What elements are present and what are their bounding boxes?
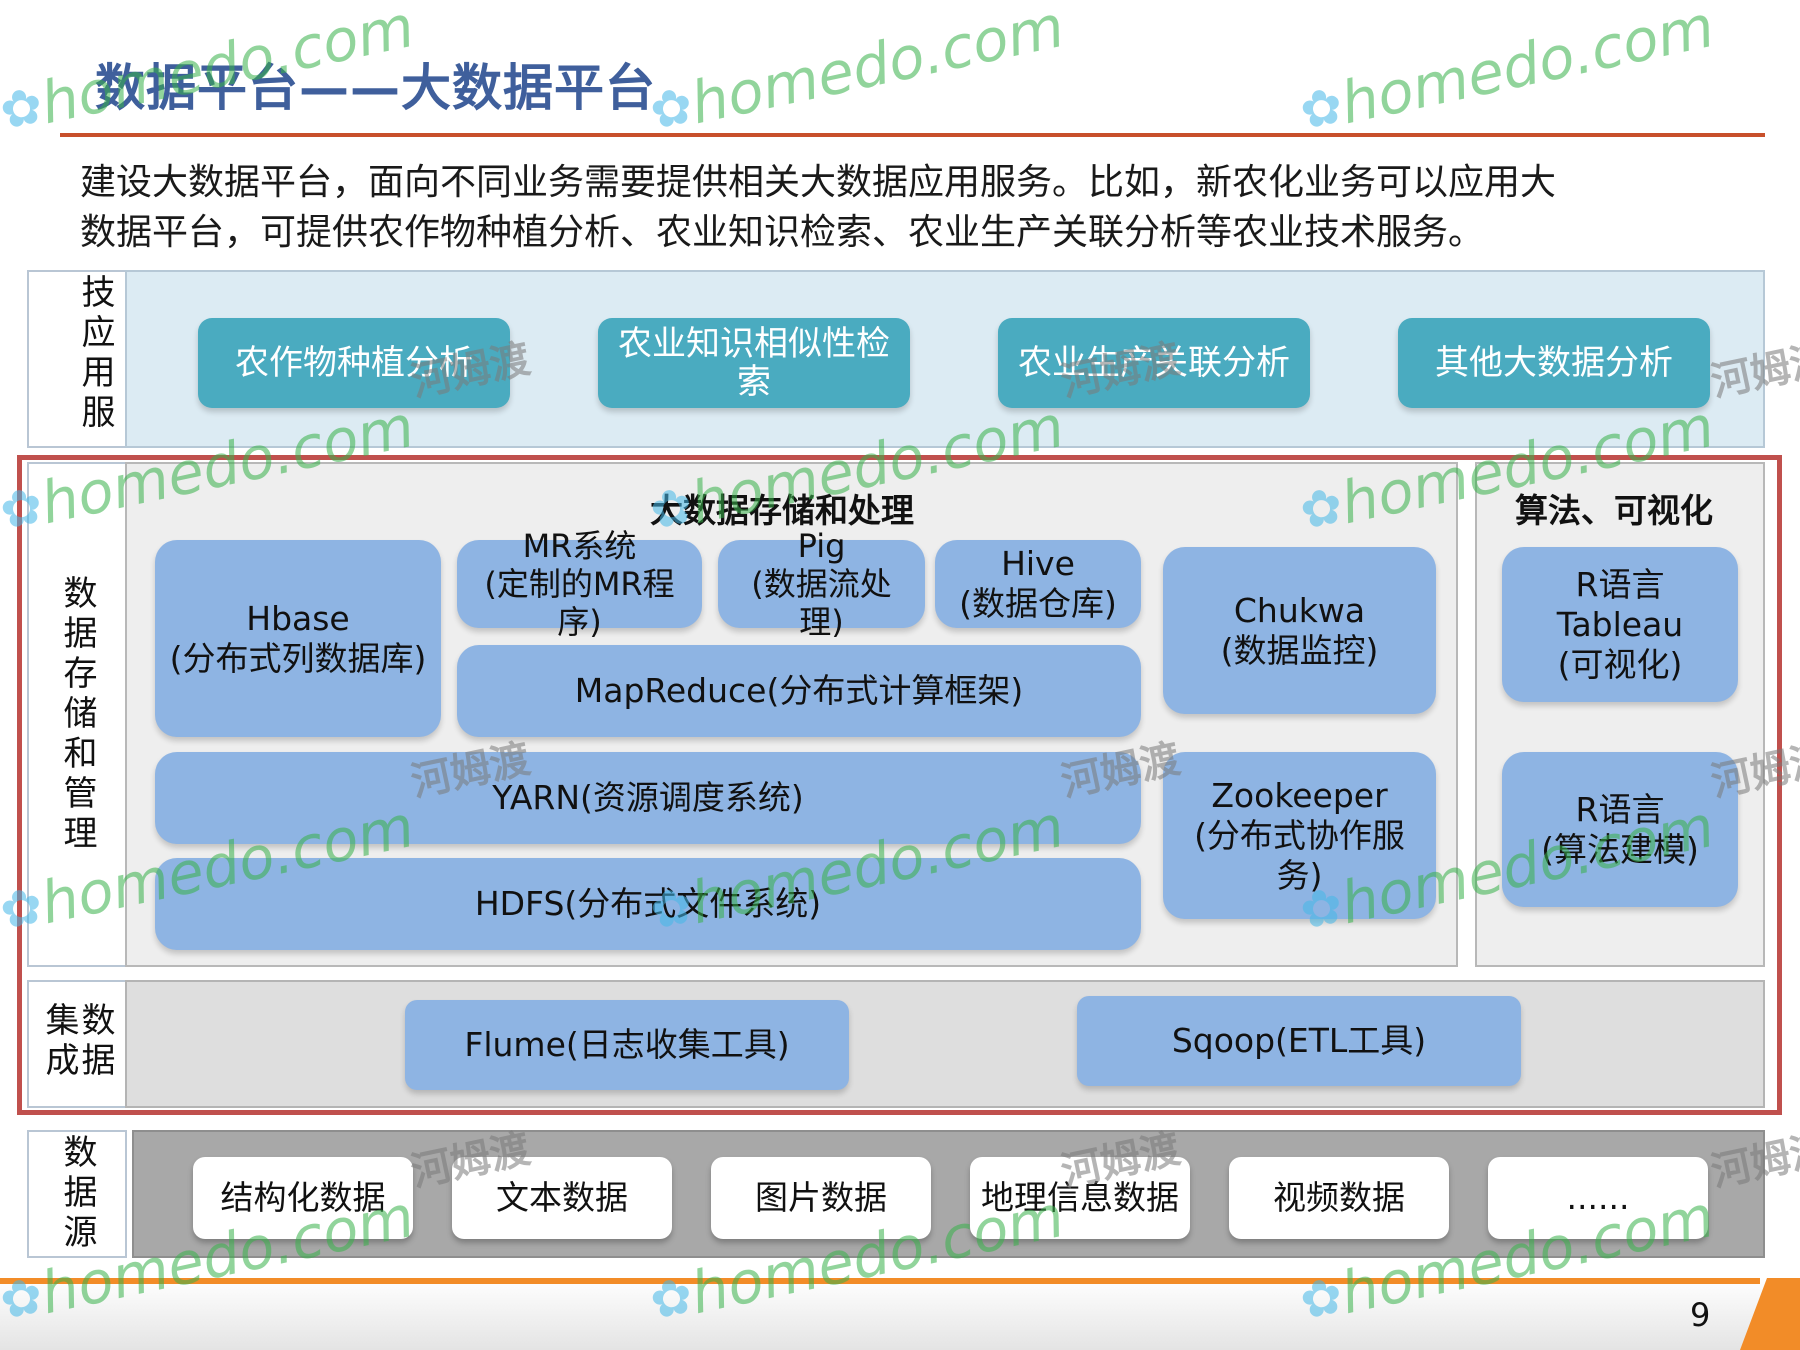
zookeeper-box: Zookeeper (分布式协作服务) bbox=[1163, 752, 1436, 919]
mapreduce-box: MapReduce(分布式计算框架) bbox=[457, 645, 1141, 737]
footer-accent-line bbox=[0, 1278, 1760, 1284]
hive-box: Hive (数据仓库) bbox=[935, 540, 1141, 628]
algorithm-visualization-title: 算法、可视化 bbox=[1515, 491, 1713, 530]
more-data-box: ...... bbox=[1488, 1157, 1708, 1239]
chukwa-box: Chukwa (数据监控) bbox=[1163, 547, 1436, 714]
page-number: 9 bbox=[1690, 1296, 1711, 1334]
agri-service-label: 农技应用服务 bbox=[39, 272, 115, 434]
flower-logo-icon: ✿ bbox=[0, 75, 48, 142]
knowledge-similarity-search-button[interactable]: 农业知识相似性检索 bbox=[598, 318, 910, 408]
highlight-frame bbox=[17, 455, 1782, 1115]
hdfs-box: HDFS(分布式文件系统) bbox=[155, 858, 1141, 950]
production-correlation-analysis-button[interactable]: 农业生产关联分析 bbox=[998, 318, 1310, 408]
text-data-box: 文本数据 bbox=[452, 1157, 672, 1239]
sources-label-box: 数据源 bbox=[27, 1130, 127, 1258]
integration-label-box: 数据集成 bbox=[27, 980, 127, 1108]
image-data-box: 图片数据 bbox=[711, 1157, 931, 1239]
integration-label: 数据集成 bbox=[39, 1002, 115, 1082]
video-data-box: 视频数据 bbox=[1229, 1157, 1449, 1239]
intro-paragraph: 建设大数据平台，面向不同业务需要提供相关大数据应用服务。比如，新农化业务可以应用… bbox=[80, 158, 1770, 258]
flume-box: Flume(日志收集工具) bbox=[405, 1000, 849, 1090]
intro-line-1: 建设大数据平台，面向不同业务需要提供相关大数据应用服务。比如，新农化业务可以应用… bbox=[80, 162, 1557, 203]
geographic-data-box: 地理信息数据 bbox=[970, 1157, 1190, 1239]
storage-label: 数据存储和管理 bbox=[57, 574, 97, 855]
slide-title: 数据平台——大数据平台 bbox=[95, 59, 656, 117]
r-algorithm-modeling-box: R语言 (算法建模) bbox=[1502, 752, 1738, 907]
r-tableau-visualization-box: R语言 Tableau (可视化) bbox=[1502, 547, 1738, 702]
structured-data-box: 结构化数据 bbox=[193, 1157, 413, 1239]
storage-processing-title: 大数据存储和处理 bbox=[650, 491, 914, 530]
flower-logo-icon: ✿ bbox=[1294, 75, 1348, 142]
footer-band bbox=[0, 1278, 1800, 1350]
yarn-box: YARN(资源调度系统) bbox=[155, 752, 1141, 844]
other-big-data-analysis-button[interactable]: 其他大数据分析 bbox=[1398, 318, 1710, 408]
watermark: ✿homedo.com河姆渡 bbox=[644, 0, 1184, 142]
watermark: ✿homedo.com河姆渡 bbox=[1294, 0, 1800, 142]
sources-label: 数据源 bbox=[57, 1134, 97, 1254]
pig-box: Pig (数据流处理) bbox=[718, 527, 925, 641]
crop-planting-analysis-button[interactable]: 农作物种植分析 bbox=[198, 318, 510, 408]
intro-line-2: 数据平台，可提供农作物种植分析、农业知识检索、农业生产关联分析等农业技术服务。 bbox=[80, 212, 1485, 253]
sqoop-box: Sqoop(ETL工具) bbox=[1077, 996, 1521, 1086]
storage-label-box: 数据存储和管理 bbox=[27, 462, 127, 967]
hbase-box: Hbase (分布式列数据库) bbox=[155, 540, 441, 737]
title-divider bbox=[60, 133, 1765, 137]
agri-service-label-box: 农技应用服务 bbox=[27, 270, 127, 448]
